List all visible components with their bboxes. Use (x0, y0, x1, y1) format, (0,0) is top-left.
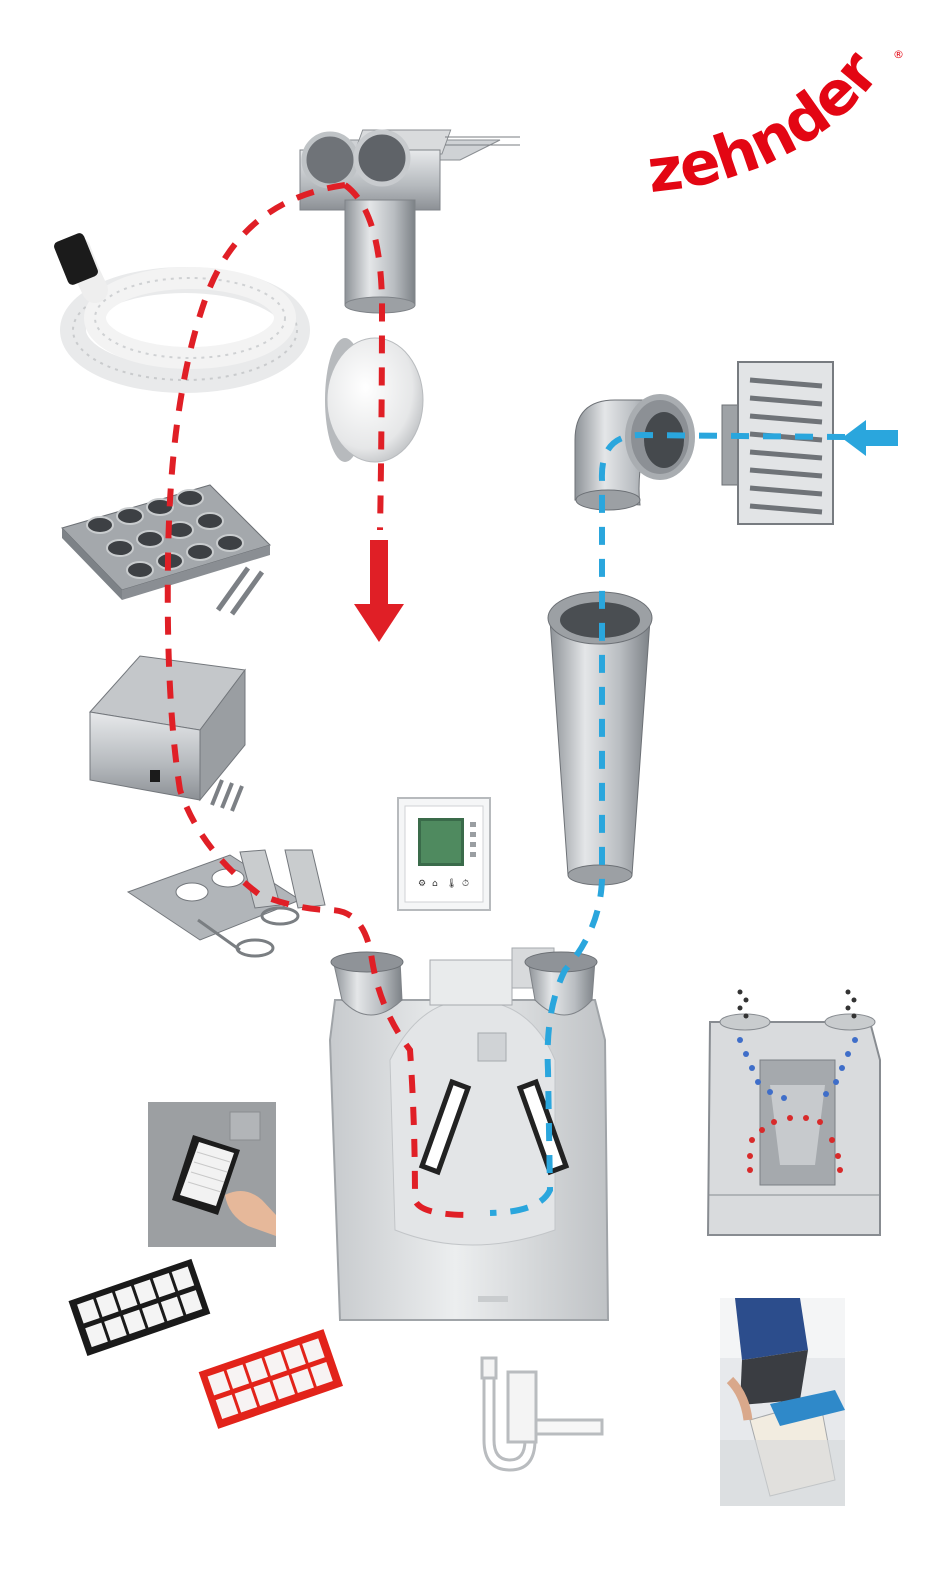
brand-registered-mark: ® (893, 48, 904, 61)
exhaust-arrow-icon (354, 540, 404, 642)
control-button-3[interactable]: 🌡 (446, 878, 457, 889)
ventilation-unit-icon (328, 947, 610, 1321)
unit-filter-left[interactable] (418, 1078, 472, 1176)
ceiling-valve-icon (325, 337, 424, 463)
elbow-pipe-icon (574, 394, 695, 511)
control-button-2[interactable]: ⌂ (432, 879, 438, 889)
control-panel-buttons: ⚙ ⌂ 🌡 ⏱ (418, 878, 469, 889)
airflow-dots-red (747, 1115, 843, 1173)
exhaust-air-path (164, 182, 471, 1218)
wall-grille-icon (721, 361, 834, 525)
filter-black-icon (68, 1258, 211, 1357)
flexible-duct-icon (54, 233, 310, 393)
roof-duct-box-icon (299, 129, 520, 314)
filter-red-icon (198, 1329, 344, 1429)
control-button-1[interactable]: ⚙ (418, 879, 426, 889)
control-panel-icon: ⚙ ⌂ 🌡 ⏱ (397, 797, 491, 911)
supply-arrow-icon (842, 420, 898, 456)
filter-replacement-icon (148, 1102, 276, 1247)
airflow-dots-blue (737, 1037, 858, 1101)
brand-logo: zehnder ® (644, 38, 904, 207)
brand-logo-text: zehnder (644, 38, 894, 207)
control-button-4[interactable]: ⏱ (462, 879, 469, 889)
straight-pipe-icon (547, 591, 653, 886)
heat-exchanger-cutaway-icon (706, 989, 881, 1236)
heat-exchanger-removal-icon (720, 1298, 845, 1506)
distribution-box-icon (89, 655, 246, 812)
mounting-bracket-icon (126, 849, 326, 958)
siphon-drain-icon (480, 1356, 604, 1472)
unit-duct-right (524, 951, 598, 1016)
airflow-dots-top (737, 989, 857, 1019)
unit-filter-right[interactable] (516, 1078, 570, 1176)
supply-air-path (489, 431, 846, 1216)
